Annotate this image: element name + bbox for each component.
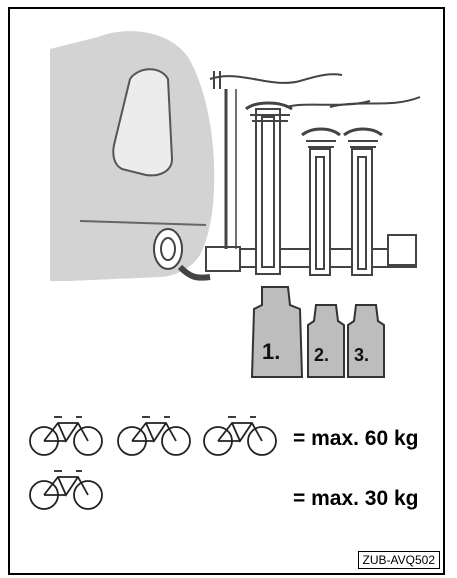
figure-code-label: ZUB-AVQ502 [358, 551, 440, 569]
weight-3-label: 3. [354, 345, 369, 366]
figure-frame: 1. 2. 3. = max. 60 kg [8, 7, 445, 575]
bicycle-icon [114, 413, 194, 457]
towbar-ball [154, 229, 182, 269]
weight-2 [308, 305, 344, 377]
bicycle-icon [26, 413, 106, 457]
weight-2-label: 2. [314, 345, 329, 366]
car-bike-carrier-illustration [10, 9, 443, 379]
limit-text-three-bikes: = max. 60 kg [293, 427, 419, 451]
weight-1-label: 1. [262, 339, 280, 365]
bicycle-icon [26, 467, 106, 511]
limit-row-one-bike: = max. 30 kg [10, 459, 447, 519]
bicycle-icon [200, 413, 280, 457]
weight-3 [348, 305, 384, 377]
limit-text-one-bike: = max. 30 kg [293, 487, 419, 511]
